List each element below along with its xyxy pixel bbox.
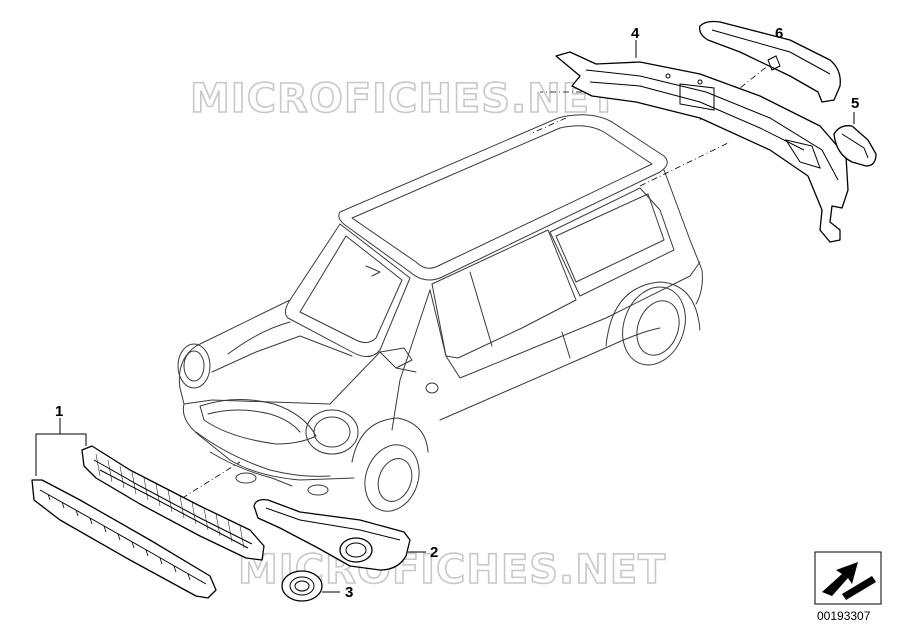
part-3-fog-ring bbox=[281, 570, 340, 602]
callout-6: 6 bbox=[775, 25, 783, 42]
callout-5: 5 bbox=[851, 95, 859, 112]
part-1-grille bbox=[31, 418, 265, 599]
part-4-rear-trim bbox=[555, 51, 849, 243]
watermark-top: MICROFICHES.NET bbox=[190, 76, 618, 122]
callout-3: 3 bbox=[345, 584, 353, 601]
callout-1: 1 bbox=[55, 403, 63, 420]
isometric-arrow-icon bbox=[814, 551, 882, 605]
part-2-front-panel bbox=[253, 498, 426, 571]
part-5-cover-cap bbox=[833, 125, 877, 167]
part-6-trim-strip bbox=[699, 20, 841, 103]
callout-4: 4 bbox=[631, 25, 640, 42]
callout-2: 2 bbox=[430, 544, 438, 561]
car-illustration bbox=[177, 114, 703, 512]
diagram-reference-number: 00193307 bbox=[817, 609, 871, 623]
